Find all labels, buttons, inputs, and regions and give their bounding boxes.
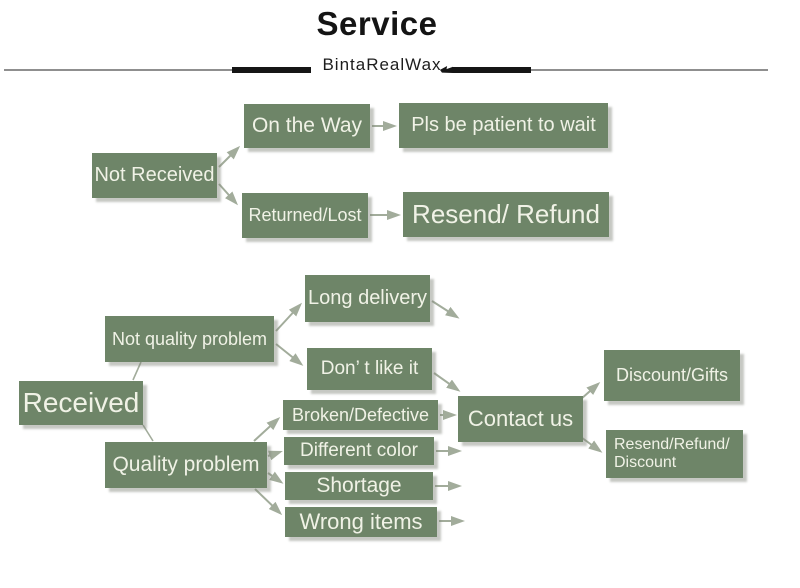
page-title: Service — [316, 5, 438, 42]
edge-quality-shortage — [267, 471, 284, 484]
node-long-delivery: Long delivery — [305, 275, 430, 322]
node-not-received: Not Received — [92, 153, 217, 198]
node-received: Received — [19, 381, 143, 425]
node-dont-like-it: Don’ t like it — [307, 348, 432, 390]
edge-quality-wrongitems — [254, 488, 283, 516]
node-resend-refund-discount: Resend/Refund/ Discount — [606, 430, 743, 478]
divider-thick-right — [453, 67, 531, 73]
node-different-color: Different color — [284, 437, 434, 465]
node-resend-refund: Resend/ Refund — [403, 192, 609, 237]
node-on-the-way: On the Way — [244, 104, 370, 148]
divider-thick-left — [232, 67, 311, 73]
node-returned-lost: Returned/Lost — [242, 193, 368, 238]
edge-notquality-dontlike — [275, 343, 304, 366]
edge-received-notquality — [132, 361, 142, 381]
node-broken-defective: Broken/Defective — [283, 400, 438, 430]
edge-quality-differentcolor — [267, 450, 283, 461]
node-shortage: Shortage — [285, 472, 433, 500]
node-discount-gifts: Discount/Gifts — [604, 350, 740, 401]
edge-notreceived-returnedlost — [218, 183, 239, 206]
edge-notreceived-ontheway — [218, 145, 241, 168]
node-contact-us: Contact us — [458, 396, 583, 442]
node-not-quality-problem: Not quality problem — [105, 316, 274, 362]
node-pls-be-patient: Pls be patient to wait — [399, 103, 608, 148]
edge-quality-broken — [253, 416, 281, 442]
divider-scribble — [440, 66, 453, 73]
edge-received-quality — [142, 424, 154, 442]
divider-line-right — [531, 69, 768, 71]
node-quality-problem: Quality problem — [105, 442, 267, 488]
node-wrong-items: Wrong items — [285, 507, 437, 537]
edge-dontlike-contact — [433, 372, 461, 392]
brand-label: BintaRealWax — [322, 55, 442, 74]
edge-longdelivery-out — [431, 300, 460, 319]
divider-line-left — [4, 69, 232, 71]
edge-notquality-longdelivery — [275, 302, 303, 332]
